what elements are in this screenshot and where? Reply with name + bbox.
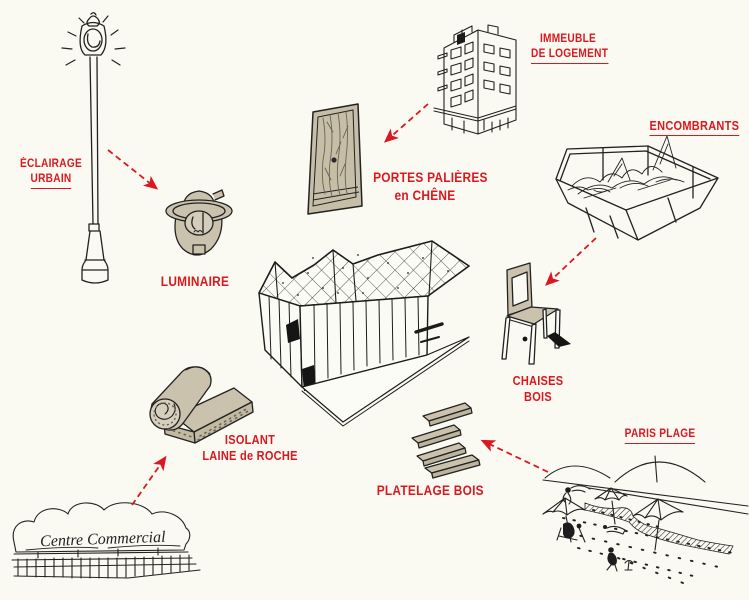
label-encombrants: ENCOMBRANTS (649, 118, 740, 137)
label-paris-plage: PARIS PLAGE (624, 427, 696, 444)
light-rays-icon (61, 15, 126, 66)
sign-band-outline (12, 502, 191, 553)
wood-chair-illustration (501, 262, 571, 365)
plank (416, 442, 467, 467)
label-platelage-bois: PLATELAGE BOIS (377, 482, 484, 500)
chair-shadow (547, 332, 571, 347)
luminaire-illustration (165, 189, 233, 256)
label-line-underlined: PARIS PLAGE (624, 427, 696, 444)
label-line-underlined: URBAIN (30, 172, 72, 189)
horizon-lines (542, 479, 749, 515)
label-line: CHAISES (512, 374, 564, 388)
label-line: BOIS (524, 390, 552, 405)
shopping-centre-illustration: Centre Commercial (11, 502, 201, 579)
label-isolant: ISOLANT LAINE de ROCHE (201, 432, 300, 465)
label-line-underlined: DE LOGEMENT (531, 47, 609, 64)
beach-scene-illustration (542, 455, 749, 584)
chair-foot-shadow (522, 336, 528, 342)
plank (411, 424, 462, 449)
arrow-skip-to-chair (545, 237, 597, 286)
label-immeuble-logement: IMMEUBLE DE LOGEMENT (531, 32, 609, 64)
deck-planks-illustration (411, 402, 481, 479)
label-luminaire: LUMINAIRE (155, 273, 234, 291)
plank (424, 454, 481, 479)
mineral-wool-speckle (153, 402, 251, 441)
insulation-roll-illustration (149, 366, 254, 444)
label-chaises-bois: CHAISES BOIS (508, 373, 568, 406)
housing-block-illustration (433, 24, 517, 135)
label-eclairage-urbain: ÉCLAIRAGE URBAIN (15, 157, 87, 189)
sand-dots (562, 509, 734, 584)
roof-nail-dots (282, 254, 449, 296)
plank (422, 402, 473, 427)
arrow-centre-to-isolant (131, 455, 167, 506)
door-keyhole-icon (331, 157, 337, 163)
label-line: PLATELAGE BOIS (376, 483, 484, 498)
label-line: en CHÊNE (394, 187, 456, 203)
label-portes-palieres: PORTES PALIÈRES en CHÊNE (373, 169, 487, 204)
beach-people-dark (563, 487, 617, 566)
beach-umbrella-icon (542, 497, 586, 543)
label-line: ÉCLAIRAGE (20, 158, 82, 170)
beach-umbrella-icon (594, 487, 628, 525)
label-line-underlined: ENCOMBRANTS (649, 118, 740, 137)
arrow-immeuble-to-door (383, 103, 429, 143)
waste-skip-illustration (555, 135, 719, 241)
dome-arc (614, 455, 706, 483)
arrow-lamp-to-luminaire (107, 149, 159, 190)
wood-deck (301, 336, 470, 423)
street-lamp-illustration (61, 12, 126, 284)
label-line: ISOLANT (224, 433, 276, 447)
beach-umbrella-icon (632, 498, 684, 551)
dome-arc (544, 465, 611, 479)
central-building-illustration (258, 240, 470, 427)
wood-grain-texture (321, 111, 349, 197)
centre-commercial-sign: Centre Commercial (40, 529, 167, 550)
oak-door-illustration (307, 103, 363, 215)
label-line: LAINE de ROCHE (202, 449, 298, 464)
hatched-path-band (584, 502, 734, 555)
label-line: LUMINAIRE (160, 274, 230, 289)
label-line: PORTES PALIÈRES (373, 170, 488, 185)
arrow-plage-to-platelage (480, 439, 549, 473)
label-line: IMMEUBLE (539, 33, 597, 45)
